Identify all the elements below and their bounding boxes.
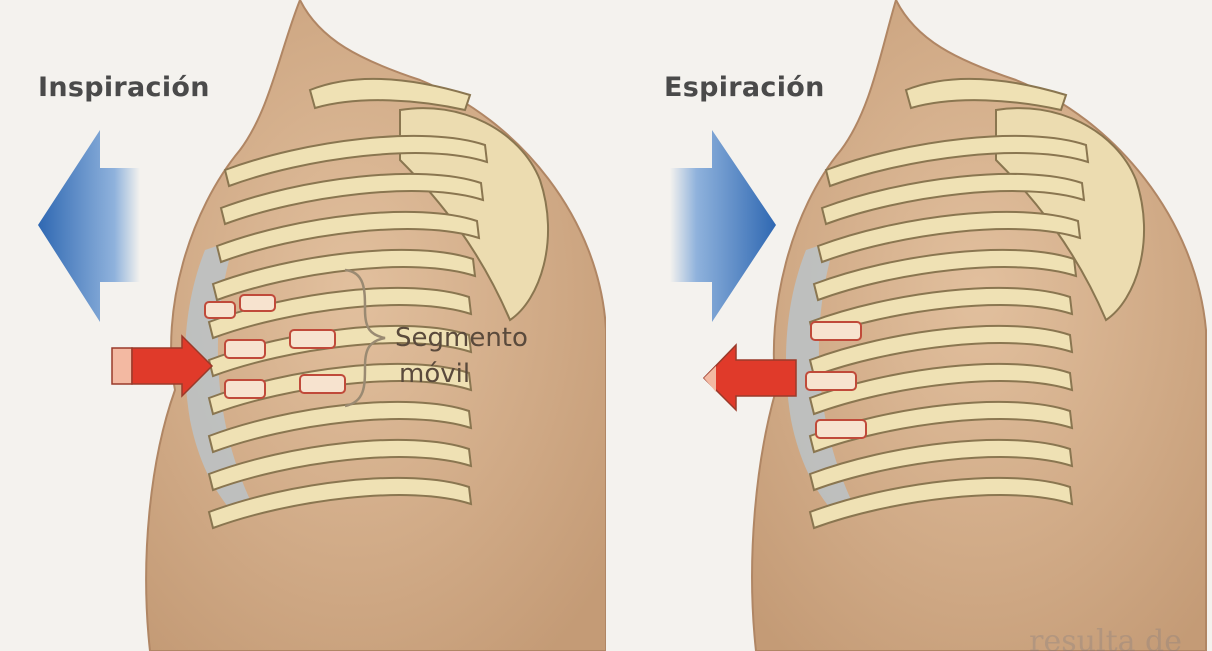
bleed-through-text-2: resulta de [1029,624,1182,651]
blue-arrow-right-icon [670,130,776,322]
blue-arrow-left-icon [38,130,140,322]
label-movil: móvil [399,358,470,390]
title-inspiracion: Inspiración [38,72,210,103]
panel-espiracion: Espiración resulta de [606,0,1212,651]
title-espiracion: Espiración [664,72,825,103]
panel-inspiracion: Inspiración Segmento móvil [0,0,606,651]
label-segmento: Segmento [395,322,528,354]
